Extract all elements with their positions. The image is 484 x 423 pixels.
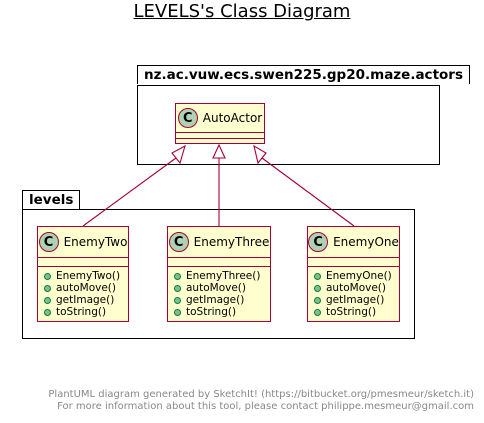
method-row: getImage() — [44, 294, 128, 306]
method-name: toString() — [186, 306, 237, 318]
public-visibility-icon — [174, 272, 181, 280]
class-stereotype-icon: C — [177, 108, 198, 128]
class-attributes — [176, 133, 264, 139]
public-visibility-icon — [314, 272, 321, 280]
public-visibility-icon — [44, 308, 51, 316]
method-name: autoMove() — [326, 282, 386, 294]
class-enemytwo[interactable]: C EnemyTwo EnemyTwo() autoMove() getImag… — [37, 226, 129, 322]
class-header: C AutoActor — [176, 104, 264, 133]
public-visibility-icon — [44, 272, 51, 280]
method-row: toString() — [174, 306, 270, 318]
method-row: getImage() — [314, 294, 399, 306]
footer-note: PlantUML diagram generated by SketchIt! … — [48, 389, 474, 413]
method-row: autoMove() — [174, 282, 270, 294]
method-name: EnemyOne() — [326, 270, 392, 282]
package-tab-actors: nz.ac.vuw.ecs.swen225.gp20.maze.actors — [137, 65, 470, 84]
class-header: C EnemyTwo — [38, 227, 128, 258]
class-header: C EnemyOne — [308, 227, 399, 258]
class-name: EnemyThree — [193, 235, 270, 249]
footer-line-2: For more information about this tool, pl… — [57, 401, 474, 412]
public-visibility-icon — [174, 308, 181, 316]
method-row: getImage() — [174, 294, 270, 306]
class-attributes — [308, 258, 399, 267]
method-name: EnemyThree() — [186, 270, 261, 282]
method-name: toString() — [326, 306, 377, 318]
class-enemythree[interactable]: C EnemyThree EnemyThree() autoMove() get… — [167, 226, 271, 322]
public-visibility-icon — [314, 308, 321, 316]
class-stereotype-icon: C — [38, 232, 59, 252]
class-methods: EnemyOne() autoMove() getImage() toStrin… — [308, 267, 399, 323]
class-methods: EnemyTwo() autoMove() getImage() toStrin… — [38, 267, 128, 323]
public-visibility-icon — [44, 284, 51, 292]
method-name: getImage() — [326, 294, 385, 306]
class-stereotype-icon: C — [168, 232, 189, 252]
method-name: getImage() — [186, 294, 245, 306]
method-row: autoMove() — [44, 282, 128, 294]
diagram-title: LEVELS's Class Diagram — [133, 1, 351, 22]
method-row: toString() — [44, 306, 128, 318]
class-attributes — [168, 258, 270, 267]
method-row: EnemyOne() — [314, 270, 399, 282]
class-enemyone[interactable]: C EnemyOne EnemyOne() autoMove() getImag… — [307, 226, 400, 322]
class-attributes — [38, 258, 128, 267]
method-name: toString() — [56, 306, 107, 318]
method-name: EnemyTwo() — [56, 270, 121, 282]
method-row: toString() — [314, 306, 399, 318]
public-visibility-icon — [174, 296, 181, 304]
method-row: autoMove() — [314, 282, 399, 294]
class-stereotype-icon: C — [308, 232, 329, 252]
class-name: EnemyTwo — [63, 235, 128, 249]
method-name: autoMove() — [186, 282, 246, 294]
public-visibility-icon — [314, 296, 321, 304]
method-name: getImage() — [56, 294, 115, 306]
public-visibility-icon — [44, 296, 51, 304]
class-autoactor[interactable]: C AutoActor — [175, 103, 265, 144]
public-visibility-icon — [174, 284, 181, 292]
method-name: autoMove() — [56, 282, 116, 294]
method-row: EnemyTwo() — [44, 270, 128, 282]
class-name: AutoActor — [202, 111, 263, 125]
package-tab-levels: levels — [22, 190, 81, 209]
footer-line-1: PlantUML diagram generated by SketchIt! … — [48, 389, 474, 400]
class-methods: EnemyThree() autoMove() getImage() toStr… — [168, 267, 270, 323]
class-name: EnemyOne — [333, 235, 399, 249]
public-visibility-icon — [314, 284, 321, 292]
class-header: C EnemyThree — [168, 227, 270, 258]
method-row: EnemyThree() — [174, 270, 270, 282]
